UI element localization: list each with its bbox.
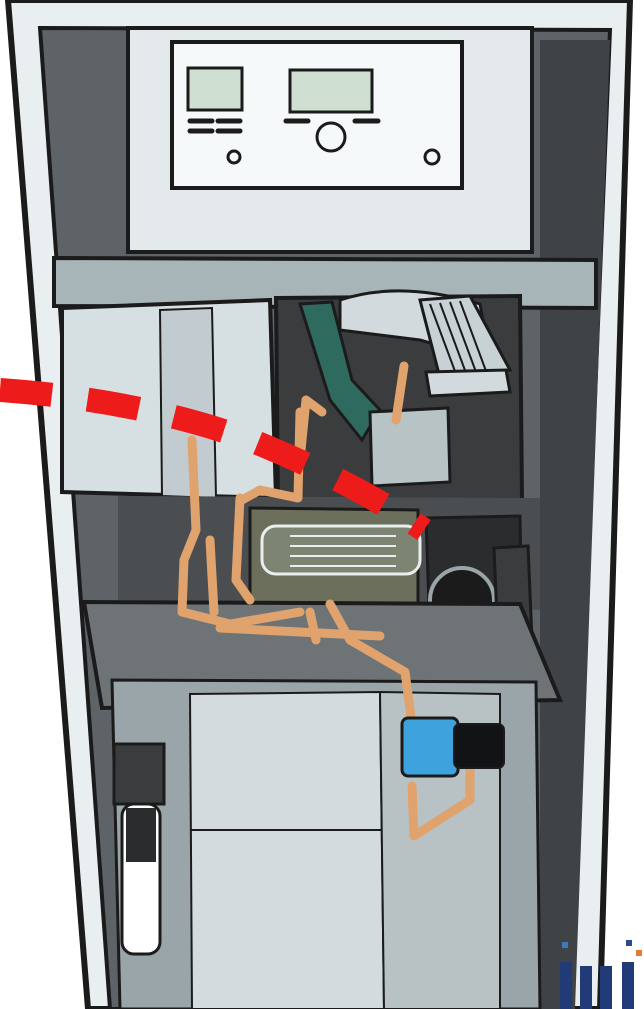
cylinder-front (190, 692, 384, 1009)
filter-icon (114, 744, 164, 954)
valve-knob (454, 724, 504, 768)
display-screen-icon (290, 70, 372, 112)
display-screen-icon (188, 68, 242, 110)
burner-block-top (426, 370, 510, 396)
control-panel-face (172, 42, 462, 188)
control-knob-icon (317, 123, 345, 151)
burner-block (370, 408, 450, 486)
left-housing-side (160, 308, 216, 498)
indicator-light-icon (228, 151, 240, 163)
control-panel (128, 28, 532, 252)
valve-blue-body (402, 718, 458, 776)
valve-icon (402, 718, 504, 776)
filter-cap (114, 744, 164, 804)
indicator-light-icon (425, 150, 439, 164)
